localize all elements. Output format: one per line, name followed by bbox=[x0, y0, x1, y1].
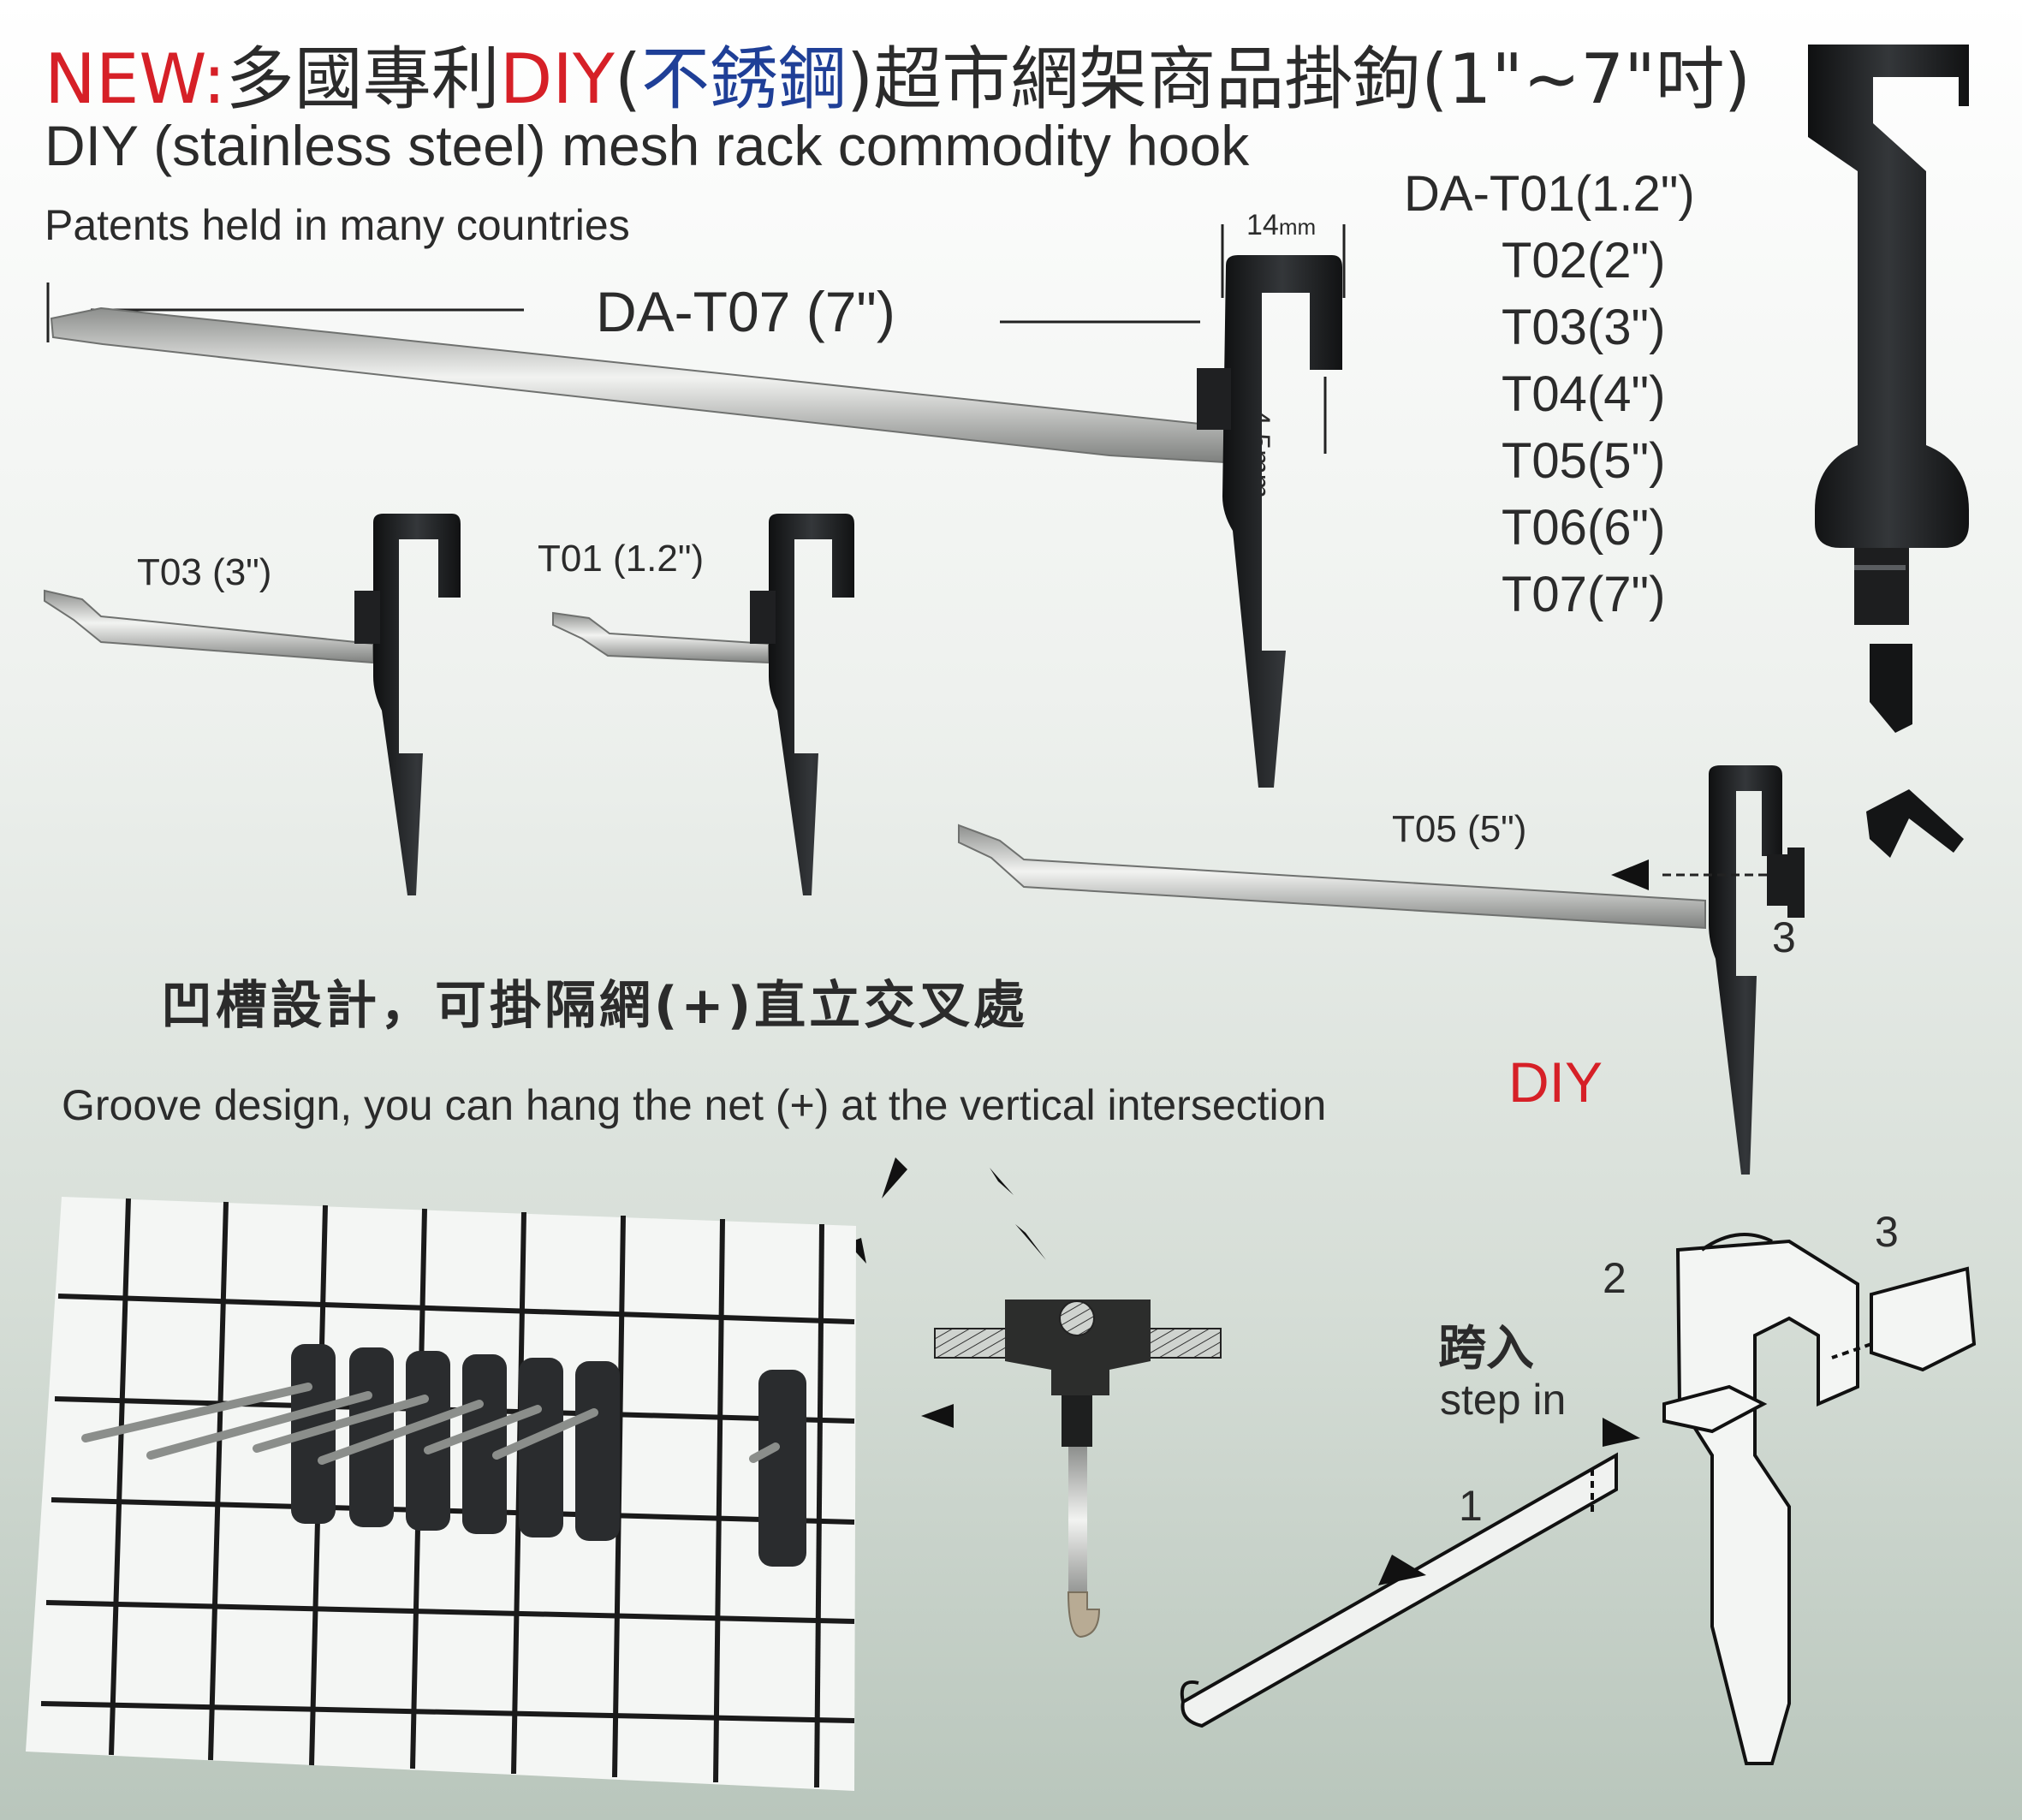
model-item: T02(2") bbox=[1502, 233, 1666, 288]
title-part2: )超市網架商品掛鉤(1"~7"吋) bbox=[847, 39, 1751, 119]
title-new: NEW bbox=[45, 39, 203, 119]
model-item: T07(7") bbox=[1502, 567, 1666, 622]
pointer-arrows bbox=[847, 1157, 1046, 1428]
model-item: T06(6") bbox=[1502, 500, 1666, 556]
step-in-chinese: 跨入 bbox=[1438, 1321, 1534, 1377]
dim-width-unit: mm bbox=[1278, 214, 1317, 240]
t03-hook-image bbox=[44, 514, 461, 895]
diy-label: DIY bbox=[1508, 1050, 1603, 1114]
dim-width-value: 14 bbox=[1246, 209, 1279, 241]
step-3: 3 bbox=[1875, 1208, 1899, 1256]
main-hook-t07-image bbox=[50, 255, 1342, 788]
title-colon: : bbox=[202, 39, 226, 119]
page-title-chinese: NEW:多國專利DIY(不銹鋼)超市網架商品掛鉤(1"~7"吋) bbox=[45, 24, 1751, 123]
step-in-english: step in bbox=[1440, 1376, 1567, 1424]
step-1: 1 bbox=[1459, 1482, 1483, 1530]
t01-label: T01 (1.2") bbox=[538, 538, 705, 580]
patent-note: Patents held in many countries bbox=[45, 201, 630, 249]
model-item: T04(4") bbox=[1502, 366, 1666, 422]
wire-grid-photo bbox=[26, 1197, 856, 1791]
title-part1: 多國專利 bbox=[225, 39, 500, 119]
groove-detail-image bbox=[934, 1300, 1222, 1639]
main-hook-label: DA-T07 (7") bbox=[596, 280, 895, 343]
main-hook-dimension-lines bbox=[46, 224, 1346, 454]
model-list: DA-T01(1.2") T02(2") T03(3") T04(4") T05… bbox=[1404, 161, 1695, 628]
t05-hook-image bbox=[958, 765, 1805, 1175]
t05-label: T05 (5") bbox=[1392, 808, 1527, 850]
assembly-arrows bbox=[1378, 1418, 1640, 1585]
t01-hook-image bbox=[552, 514, 854, 895]
model-item: T05(5") bbox=[1502, 433, 1666, 489]
groove-title-english: Groove design, you can hang the net (+) … bbox=[62, 1081, 1327, 1129]
title-paren-open: ( bbox=[614, 39, 642, 119]
model-item: DA-T01(1.2") bbox=[1404, 166, 1695, 222]
assembly-diagram bbox=[1180, 1233, 1977, 1765]
groove-title-chinese: 凹槽設計，可掛隔網(+)直立交叉處 bbox=[161, 976, 1029, 1036]
page-subtitle-english: DIY (stainless steel) mesh rack commodit… bbox=[45, 114, 1250, 177]
step-3-upper: 3 bbox=[1772, 913, 1796, 961]
t03-label: T03 (3") bbox=[137, 551, 272, 593]
cross-section-hook-image bbox=[1808, 45, 1969, 858]
dim-width-label: 14mm bbox=[1246, 209, 1316, 242]
model-item: T03(3") bbox=[1502, 300, 1666, 355]
title-stainless: 不銹鋼 bbox=[641, 39, 847, 119]
title-diy: DIY bbox=[499, 39, 615, 119]
step-2: 2 bbox=[1603, 1254, 1627, 1302]
